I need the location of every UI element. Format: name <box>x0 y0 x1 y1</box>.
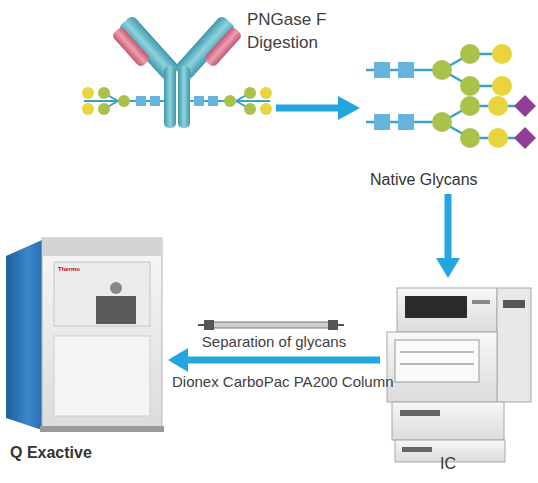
mass-spectrometer-part <box>96 296 136 324</box>
glycan-structure-part <box>398 114 414 130</box>
ion-chromatograph-part <box>472 300 490 304</box>
process-arrow-part <box>338 96 360 120</box>
ion-chromatograph-part <box>395 340 479 382</box>
ion-chromatograph-part <box>503 300 525 308</box>
glycan-structure-part <box>488 128 508 148</box>
glycan-chain-part <box>82 103 94 115</box>
glycan-structure <box>366 44 536 149</box>
edge-label: Separation of glycans <box>202 333 346 350</box>
mass-spectrometer <box>6 238 164 432</box>
glycan-chain-part <box>244 87 256 99</box>
arrow-shaft <box>186 357 380 364</box>
column-illustration-part <box>204 320 214 330</box>
glycan-chain-part <box>98 87 110 99</box>
glycan-chain-part <box>98 103 110 115</box>
mass-spectrometer-part <box>42 238 162 256</box>
mass-spectrometer-part <box>110 282 122 294</box>
arrow-head <box>168 348 188 372</box>
antibody-illustration <box>111 15 243 128</box>
glycan-chain-part <box>224 95 236 107</box>
column-illustration-part <box>338 324 344 326</box>
column-illustration <box>198 320 344 330</box>
ion-chromatograph-part <box>397 288 497 332</box>
glycan-chain-part <box>150 96 160 106</box>
node-label: Native Glycans <box>370 170 478 189</box>
ion-chromatograph-part <box>497 288 531 402</box>
flow-arrow <box>168 348 380 372</box>
glycan-chain-part <box>208 96 218 106</box>
arrow-shaft <box>445 194 452 260</box>
glycan-structure-part <box>374 114 390 130</box>
instrument-node: IC <box>380 278 535 478</box>
process-label: PNGase F Digestion <box>247 8 352 54</box>
ion-chromatograph-part <box>405 296 467 318</box>
glycan-structure-part <box>460 128 480 148</box>
glycan-structure-part <box>432 60 452 80</box>
column-label: Dionex CarboPac PA200 Column <box>172 373 412 391</box>
process-arrow <box>276 96 360 120</box>
mass-spectrometer-part <box>54 336 150 416</box>
glycan-chain <box>82 87 272 115</box>
antibody-illustration-part <box>164 66 176 128</box>
mass-spectrometer-part <box>40 426 164 432</box>
glycan-structure-part <box>432 112 452 132</box>
glycan-structure-part <box>514 127 536 149</box>
node-label: IC <box>440 454 456 473</box>
glycan-structure-part <box>460 76 480 96</box>
ion-chromatograph-part <box>402 447 432 452</box>
glycan-structure-part <box>514 95 536 117</box>
flow-arrow <box>436 194 460 278</box>
ion-chromatograph-part <box>392 402 504 440</box>
column-illustration-part <box>212 322 330 328</box>
antibody-illustration-part <box>111 26 151 68</box>
glycan-chain-part <box>260 87 272 99</box>
arrow-head <box>436 258 460 278</box>
glycan-chain-part <box>136 96 146 106</box>
glycan-structure-part <box>488 96 508 116</box>
ion-chromatograph-part <box>400 410 440 416</box>
glycan-structure-part <box>398 62 414 78</box>
antibody-illustration-part <box>203 26 243 68</box>
glycan-structure-part <box>492 76 512 96</box>
glycan-structure-part <box>460 44 480 64</box>
ion-chromatograph-part <box>387 332 497 402</box>
glycan-node: Native Glycans <box>360 42 538 194</box>
glycan-chain-part <box>118 95 130 107</box>
process-arrow-part <box>276 105 340 112</box>
glycan-chain-part <box>194 96 204 106</box>
antibody-illustration-part <box>178 66 190 128</box>
glycan-structure-part <box>492 44 512 64</box>
ion-chromatograph-part <box>400 352 474 353</box>
glycan-chain-part <box>244 103 256 115</box>
column-illustration-part <box>198 324 204 326</box>
mass-spectrometer-part <box>6 240 42 430</box>
column-illustration-part <box>328 320 338 330</box>
instrument-node: Q Exactive <box>0 228 168 473</box>
ion-chromatograph <box>387 288 531 462</box>
glycan-chain-part <box>82 87 94 99</box>
ion-chromatograph-part <box>400 364 474 365</box>
node-label: Q Exactive <box>10 443 92 462</box>
glycan-structure-part <box>460 96 480 116</box>
glycan-structure-part <box>374 62 390 78</box>
brand-logo: Thermo <box>58 266 98 273</box>
mass-spectrometer-part <box>42 238 162 428</box>
mass-spectrometer-part <box>54 262 150 326</box>
glycan-chain-part <box>260 103 272 115</box>
